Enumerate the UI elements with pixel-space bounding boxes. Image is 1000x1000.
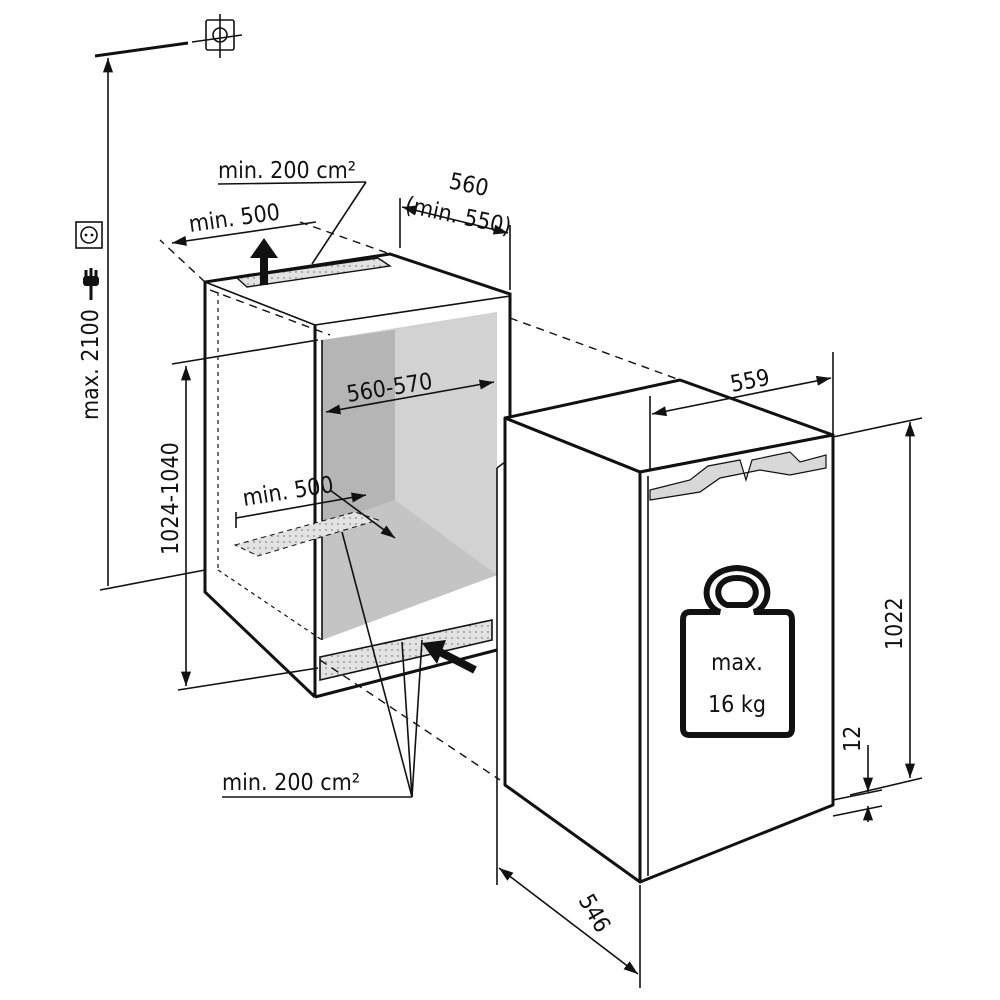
plinth-label: 12 (840, 726, 866, 752)
plug-icon (83, 268, 99, 300)
plinth-dimension: 12 (832, 726, 883, 822)
top-depth-label: min. 500 (187, 199, 281, 238)
top-vent-callout: min. 200 cm² (217, 158, 367, 265)
bottom-vent-grille (319, 619, 493, 682)
appliance-depth-label: 546 (573, 890, 615, 937)
niche-depth-min-label: (min. 550) (403, 192, 514, 240)
hinge-template (649, 451, 827, 501)
bottom-vent-callout: min. 200 cm² (222, 531, 423, 798)
weight-icon: max. 16 kg (680, 564, 795, 738)
projection-lines (159, 221, 681, 781)
appliance-height-dimension: 1022 (832, 417, 923, 796)
max-height-label: max. 2100 (78, 309, 104, 420)
top-vent-label: min. 200 cm² (218, 158, 356, 184)
bottom-vent-label: min. 200 cm² (222, 770, 360, 796)
niche-height-dimension: 1024-1040 (158, 339, 319, 691)
appliance-height-label: 1022 (882, 597, 908, 650)
weight-line2: 16 kg (708, 692, 766, 718)
appliance-width-label: 559 (728, 365, 772, 398)
airflow-arrow-icon (250, 238, 477, 674)
max-height-dimension: max. 2100 (78, 58, 206, 591)
niche-depth-dimension: 560 (min. 550) (399, 168, 514, 290)
niche-height-label: 1024-1040 (158, 442, 184, 555)
crosshair-icon (94, 14, 243, 58)
niche-cabinet (203, 252, 512, 699)
weight-line1: max. (711, 650, 763, 676)
niche-depth-label: 560 (447, 168, 491, 202)
top-depth-dimension: min. 500 (171, 199, 317, 246)
socket-icon (75, 221, 103, 249)
top-vent-opening (235, 257, 392, 288)
